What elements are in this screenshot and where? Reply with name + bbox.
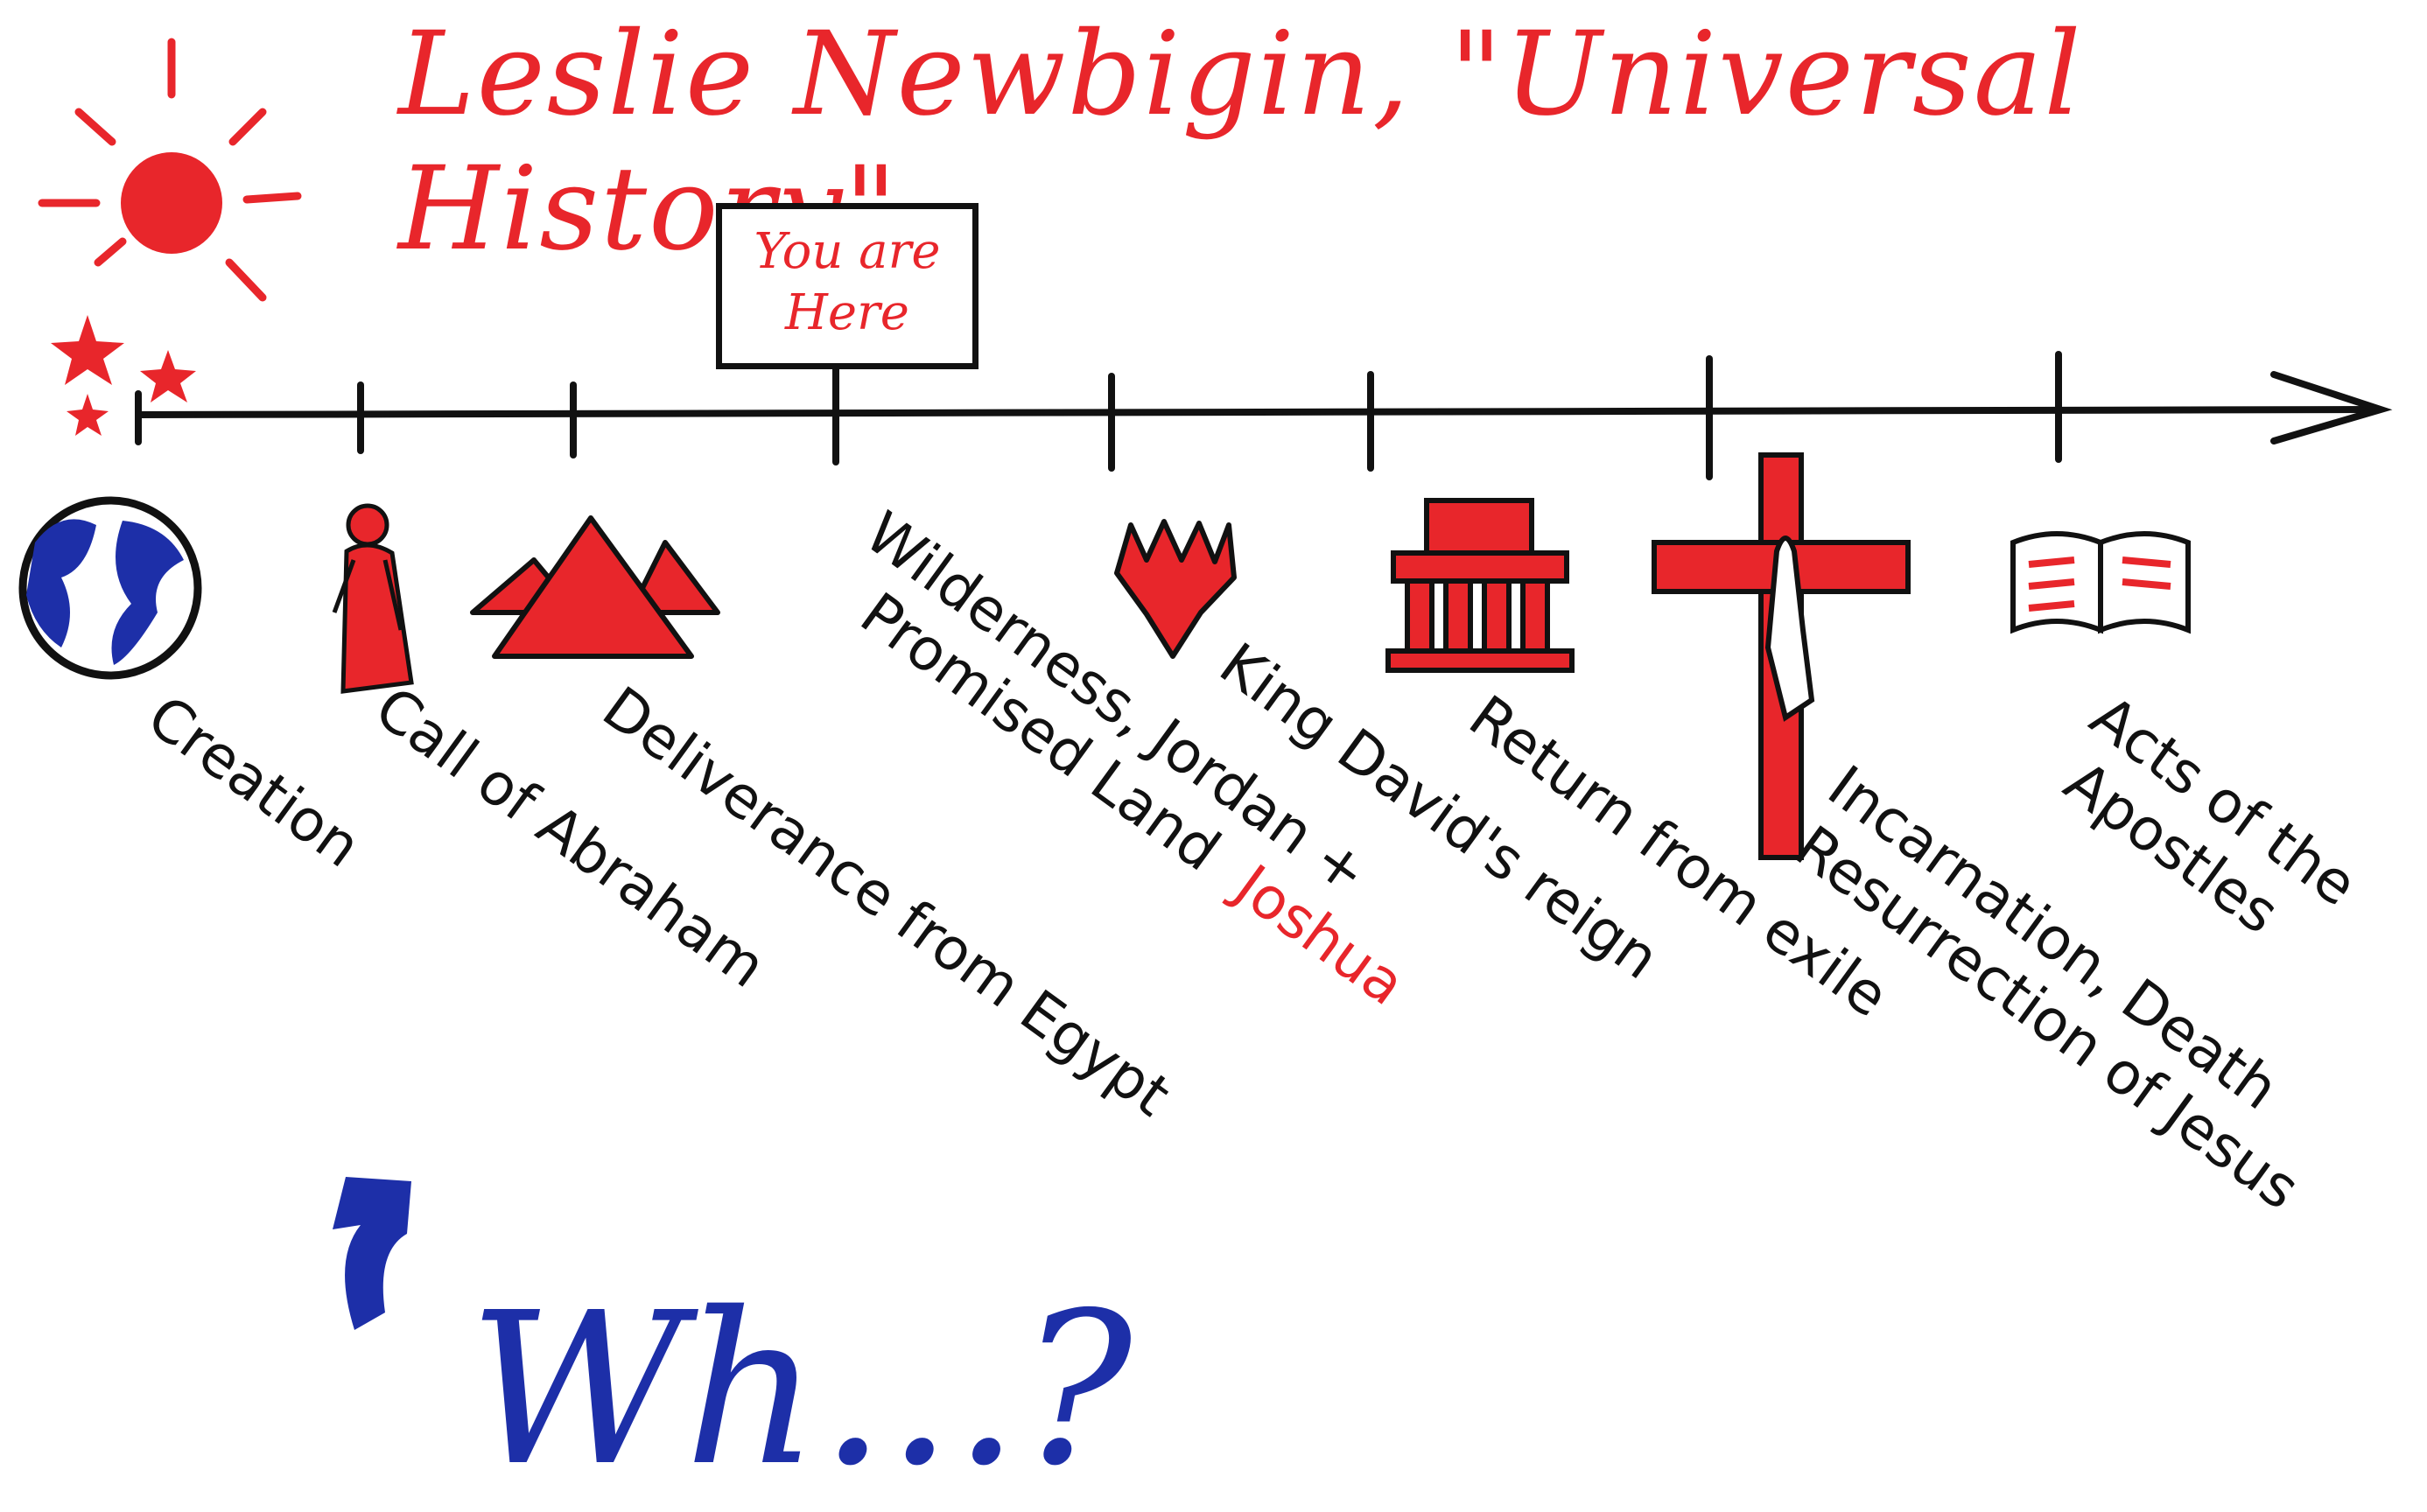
marker-line-2: Here [785, 284, 909, 341]
bottom-question: Wh...? [468, 1267, 1133, 1512]
up-arrow-icon [333, 1177, 411, 1330]
temple-icon [1385, 498, 1575, 673]
globe-icon [18, 496, 202, 680]
sun-icon [38, 38, 302, 436]
timeline-axis [135, 351, 2393, 480]
open-book-icon [2010, 531, 2191, 634]
pyramids-icon [470, 515, 720, 659]
marker-line-1: You are [754, 223, 941, 280]
cross-icon [1652, 452, 1911, 860]
you-are-here-marker: You are Here [716, 203, 979, 369]
diagram-canvas: Leslie Newbigin, "Universal History" [18, 7, 2393, 1494]
person-icon [332, 503, 414, 694]
crown-icon [1114, 519, 1237, 659]
timeline-graphics [18, 38, 2393, 1330]
